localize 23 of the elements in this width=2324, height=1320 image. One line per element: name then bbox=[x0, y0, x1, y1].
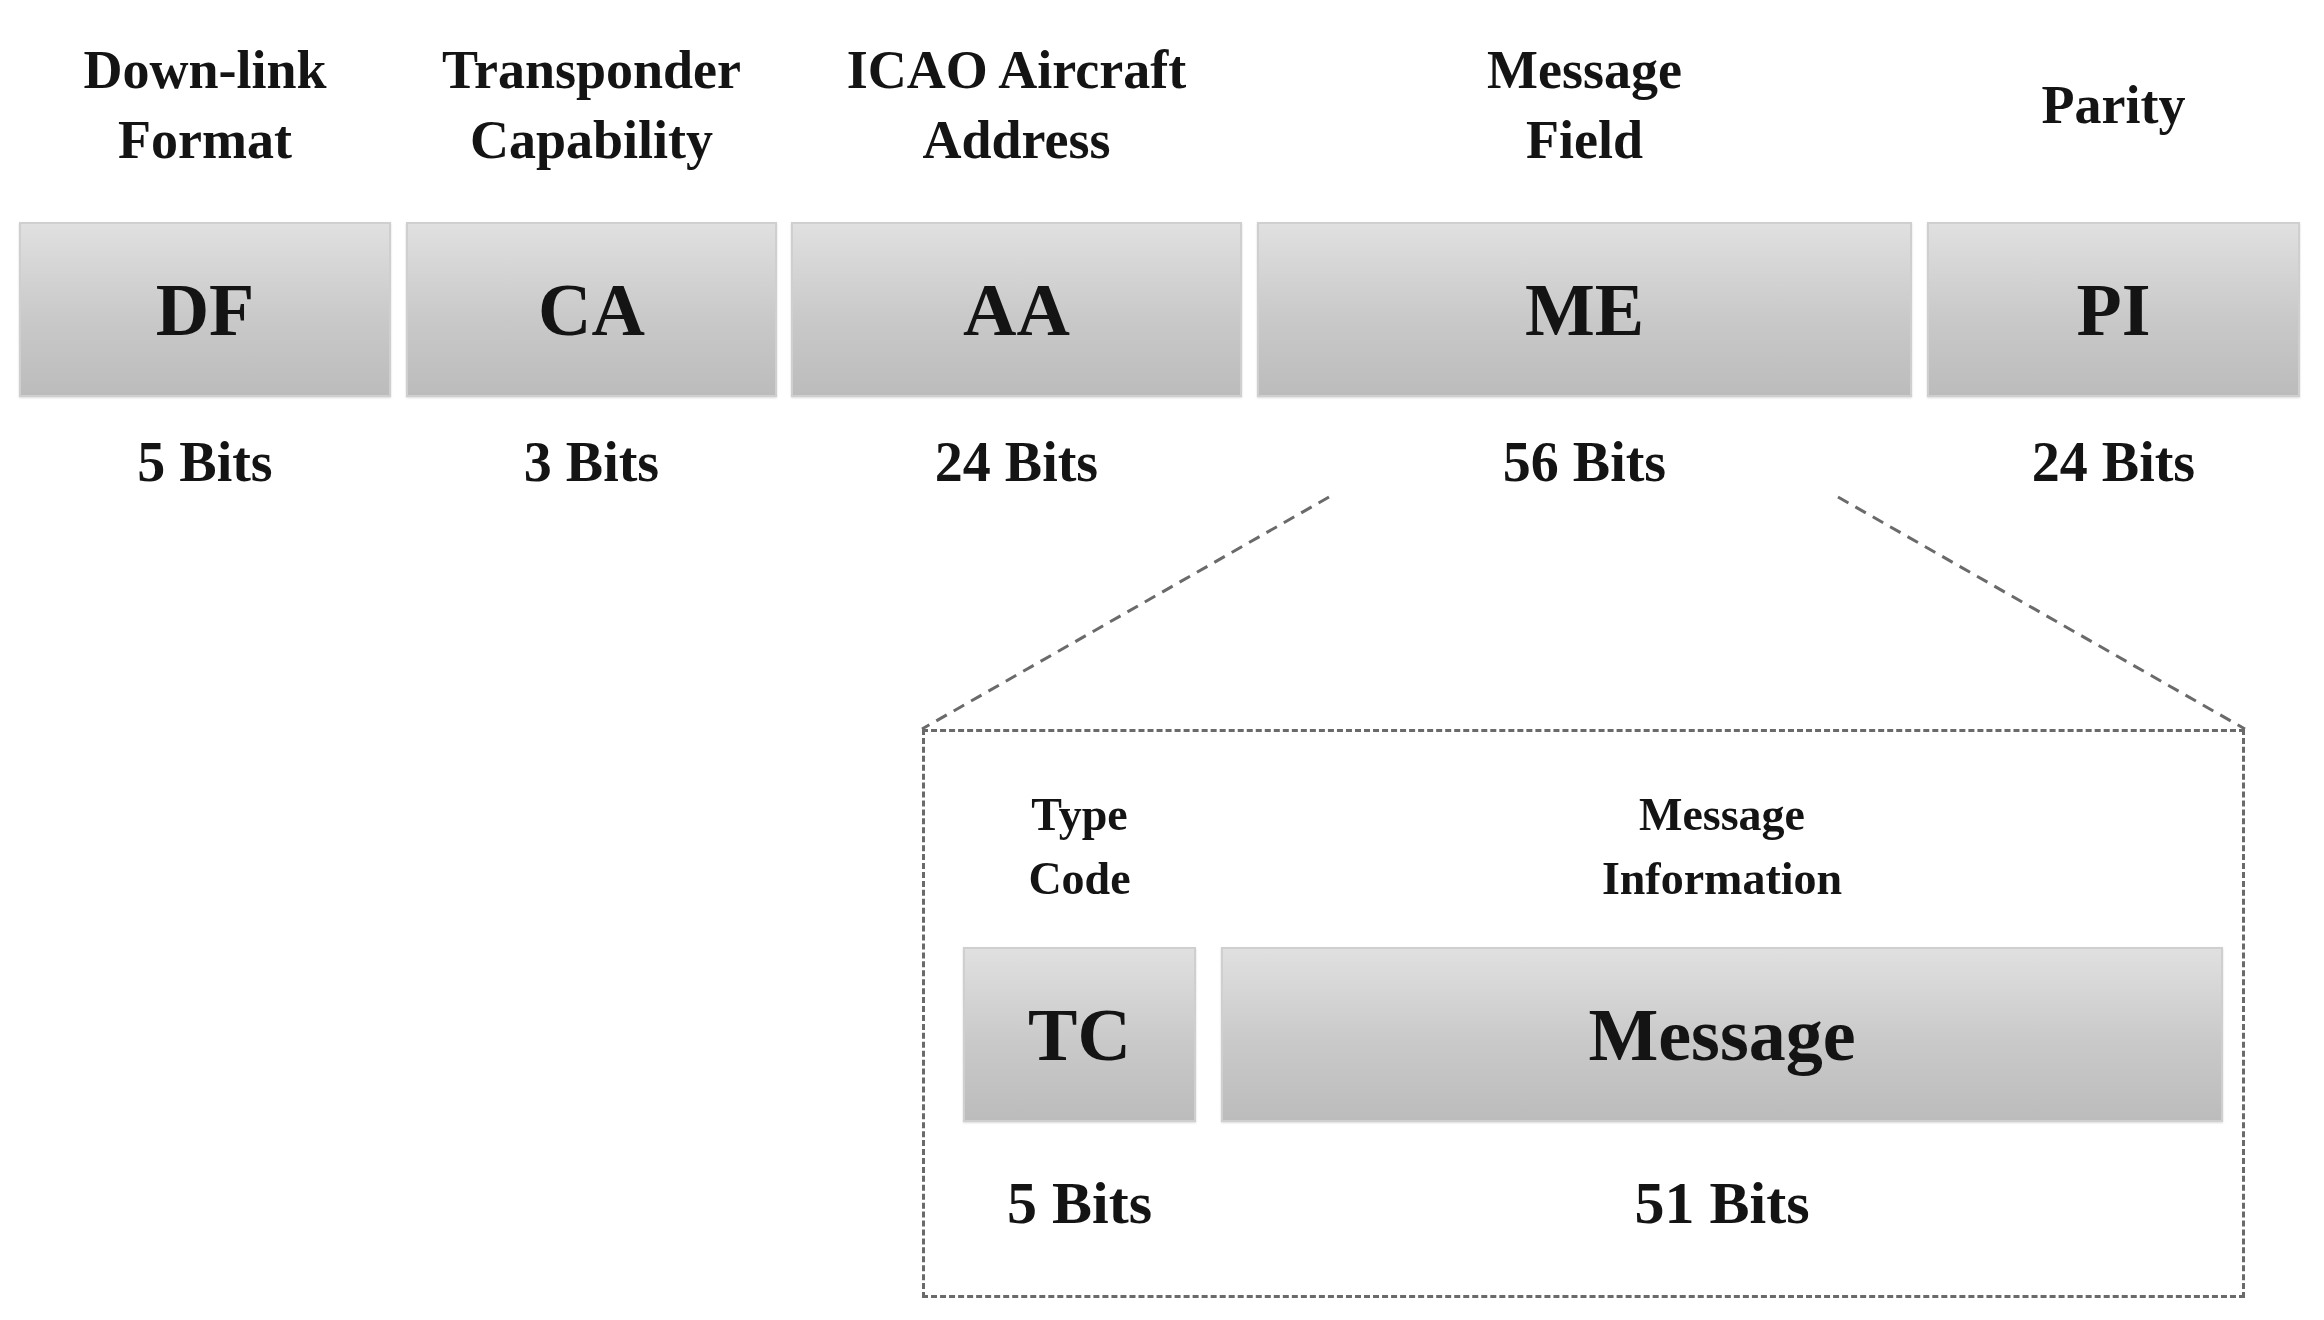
field-abbreviation: CA bbox=[538, 272, 645, 347]
bit-count: 24 Bits bbox=[2031, 430, 2196, 495]
bit-count: 51 Bits bbox=[1634, 1168, 1810, 1238]
bit-count: 5 Bits bbox=[1007, 1168, 1152, 1238]
field-name: Type Code bbox=[1027, 788, 1132, 906]
bit-count: 5 Bits bbox=[137, 430, 273, 495]
field-abbreviation: AA bbox=[963, 272, 1070, 347]
bit-count: 3 Bits bbox=[523, 430, 660, 495]
field-name: Message Information bbox=[1600, 788, 1844, 906]
dashed-frame bbox=[922, 729, 2245, 1298]
field-name: Down-link Format bbox=[82, 39, 328, 172]
field-abbreviation: TC bbox=[1028, 997, 1131, 1072]
bit-count: 56 Bits bbox=[1502, 430, 1667, 495]
field-name: ICAO Aircraft Address bbox=[845, 39, 1188, 172]
field-abbreviation: DF bbox=[155, 272, 255, 347]
field-name: Transponder Capability bbox=[440, 39, 743, 172]
zoom-line bbox=[921, 495, 1330, 731]
field-abbreviation: ME bbox=[1524, 272, 1645, 347]
field-name: Parity bbox=[2041, 74, 2186, 137]
bit-count: 24 Bits bbox=[934, 430, 1099, 495]
field-abbreviation: PI bbox=[2076, 272, 2151, 347]
zoom-line bbox=[1837, 495, 2246, 731]
field-name: Message Field bbox=[1486, 39, 1683, 172]
